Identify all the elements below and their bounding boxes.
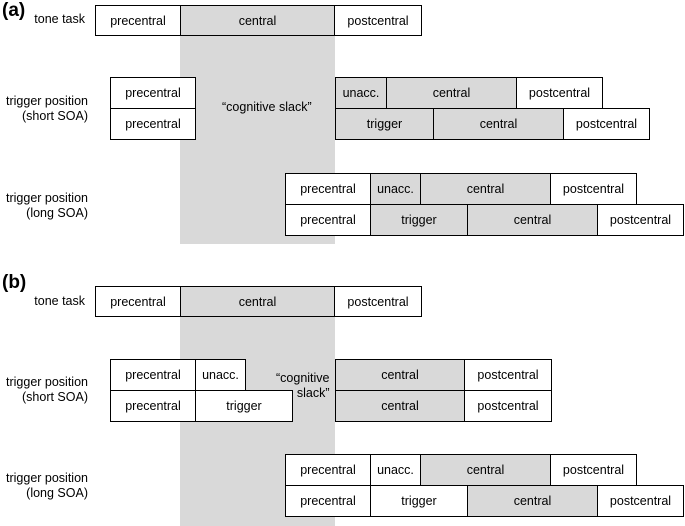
stage-unacc: unacc. bbox=[335, 77, 387, 109]
row-label-line: trigger position bbox=[6, 375, 88, 389]
stage-central: central bbox=[181, 286, 335, 317]
row-label-line: trigger position bbox=[6, 94, 88, 108]
stage-postcentral: postcentral bbox=[335, 286, 422, 317]
stage-precentral: precentral bbox=[285, 173, 371, 205]
stage-trigger: trigger bbox=[371, 485, 468, 517]
row-label-tone-task-a: tone task bbox=[34, 12, 85, 26]
stage-postcentral: postcentral bbox=[335, 5, 422, 36]
cognitive-slack-label: “cognitive slack” bbox=[276, 371, 330, 401]
stage-postcentral: postcentral bbox=[551, 173, 637, 205]
stage-unacc: unacc. bbox=[371, 173, 421, 205]
stage-postcentral: postcentral bbox=[551, 454, 637, 486]
stage-postcentral: postcentral bbox=[465, 359, 552, 391]
stage-central: central bbox=[468, 485, 598, 517]
row-label-long-soa-a: trigger position (long SOA) bbox=[6, 191, 88, 221]
row-label-line: trigger position bbox=[6, 191, 88, 205]
stage-unacc: unacc. bbox=[196, 359, 246, 391]
stage-central: central bbox=[468, 204, 598, 236]
stage-precentral: precentral bbox=[285, 454, 371, 486]
slack-label-line: slack” bbox=[296, 386, 330, 400]
row-label-line: trigger position bbox=[6, 471, 88, 485]
stage-precentral: precentral bbox=[110, 77, 196, 109]
stage-postcentral: postcentral bbox=[564, 108, 650, 140]
stage-precentral: precentral bbox=[95, 5, 181, 36]
cognitive-slack-label: “cognitive slack” bbox=[222, 100, 312, 114]
row-label-short-soa-a: trigger position (short SOA) bbox=[6, 94, 88, 124]
row-label-tone-task-b: tone task bbox=[34, 294, 85, 308]
row-label-line: (short SOA) bbox=[22, 109, 88, 123]
stage-central: central bbox=[387, 77, 517, 109]
row-label-line: (long SOA) bbox=[26, 486, 88, 500]
slack-label-line: “cognitive bbox=[276, 371, 330, 385]
stage-trigger: trigger bbox=[371, 204, 468, 236]
stage-precentral: precentral bbox=[285, 204, 371, 236]
stage-trigger: trigger bbox=[335, 108, 434, 140]
stage-central: central bbox=[335, 390, 465, 422]
row-label-line: (short SOA) bbox=[22, 390, 88, 404]
stage-postcentral: postcentral bbox=[465, 390, 552, 422]
stage-central: central bbox=[335, 359, 465, 391]
stage-precentral: precentral bbox=[95, 286, 181, 317]
stage-precentral: precentral bbox=[110, 108, 196, 140]
row-label-line: (long SOA) bbox=[26, 206, 88, 220]
stage-postcentral: postcentral bbox=[517, 77, 603, 109]
stage-central: central bbox=[181, 5, 335, 36]
stage-postcentral: postcentral bbox=[598, 485, 684, 517]
row-label-long-soa-b: trigger position (long SOA) bbox=[6, 471, 88, 501]
stage-central: central bbox=[434, 108, 564, 140]
stage-unacc: unacc. bbox=[371, 454, 421, 486]
stage-precentral: precentral bbox=[285, 485, 371, 517]
stage-central: central bbox=[421, 454, 551, 486]
stage-trigger: trigger bbox=[196, 390, 293, 422]
stage-postcentral: postcentral bbox=[598, 204, 684, 236]
stage-central: central bbox=[421, 173, 551, 205]
row-label-short-soa-b: trigger position (short SOA) bbox=[6, 375, 88, 405]
panel-label-a: (a) bbox=[2, 0, 26, 21]
panel-label-b: (b) bbox=[2, 272, 27, 293]
stage-precentral: precentral bbox=[110, 390, 196, 422]
stage-precentral: precentral bbox=[110, 359, 196, 391]
